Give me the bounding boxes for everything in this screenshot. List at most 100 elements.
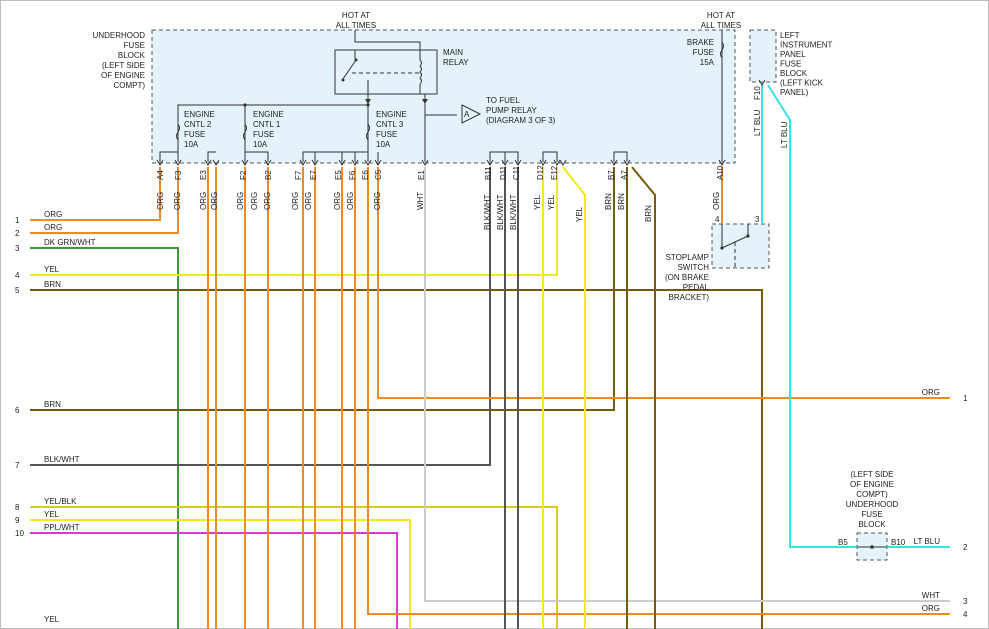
stoplamp-switch-label-line-2: (ON BRAKE xyxy=(665,273,709,282)
left-wire-color-1: ORG xyxy=(44,223,62,232)
underhood-fuse-block-label-line-3: (LEFT SIDE xyxy=(102,61,145,70)
left-wire-color-0: ORG xyxy=(44,210,62,219)
left-wire-color-6: BLK/WHT xyxy=(44,455,80,464)
wire-color-label-0: ORG xyxy=(156,192,165,210)
wire-color-label-8: ORG xyxy=(304,192,313,210)
wire-color-label-10: ORG xyxy=(346,192,355,210)
pin-label-f10: F10 xyxy=(753,86,762,100)
right-wire-num-2: 2 xyxy=(963,543,968,552)
pin-label-c11: C11 xyxy=(512,165,521,180)
left-wire-num-8: 8 xyxy=(15,503,20,512)
wire-color-label-15: BLK/WHT xyxy=(509,194,518,230)
stoplamp-switch xyxy=(711,223,770,269)
pin-chevron-19 xyxy=(610,159,618,166)
main-relay-label-line-1: RELAY xyxy=(443,58,469,67)
ip-fuse-block xyxy=(749,29,777,83)
pin-chevron-8 xyxy=(338,159,346,166)
wire-9-yel xyxy=(30,519,411,629)
right-wire-color-3: ORG xyxy=(922,604,940,613)
pin-chevron-9 xyxy=(351,159,359,166)
fuel-pump-relay-label-line-1: PUMP RELAY xyxy=(486,106,537,115)
wire-wht-e1 xyxy=(424,167,950,602)
wire-7-blkwht xyxy=(30,167,491,466)
wire-5-brn xyxy=(30,289,763,629)
pin-label-e7: E7 xyxy=(309,170,318,180)
left-wire-color-8: YEL xyxy=(44,510,60,519)
fuse-engine-cntl2-label-line-1: CNTL 2 xyxy=(184,120,212,129)
pin-label-f2: F2 xyxy=(239,170,248,180)
left-wire-color-9: PPL/WHT xyxy=(44,523,80,532)
wire-6-brn xyxy=(30,167,615,411)
pin-chevron-18 xyxy=(559,159,567,166)
pin-chevron-4 xyxy=(241,159,249,166)
brake-fuse-label-line-1: FUSE xyxy=(693,48,714,57)
underhood-fuse-block-label-line-2: BLOCK xyxy=(118,51,146,60)
pin-label-a7: A7 xyxy=(620,170,629,180)
stoplamp-switch-label-line-3: PEDAL xyxy=(683,283,710,292)
wire-ltblu-f10b xyxy=(767,84,857,548)
fuse-engine-cntl3-label-line-1: CNTL 3 xyxy=(376,120,404,129)
underhood-fuse-block-label-line-5: COMPT) xyxy=(113,81,145,90)
fuel-pump-marker: A xyxy=(464,110,470,119)
wire-color-label-4: ORG xyxy=(236,192,245,210)
pin-label-a10: A10 xyxy=(716,165,725,180)
wire-color-label-6: ORG xyxy=(263,192,272,210)
wire-org-c5 xyxy=(377,167,950,399)
pin-chevron-12 xyxy=(421,159,429,166)
right-wire-color-0: ORG xyxy=(922,388,940,397)
wire-color-label-16: YEL xyxy=(533,194,542,210)
pin-chevron-0 xyxy=(156,159,164,166)
pin-chevron-1 xyxy=(174,159,182,166)
wire-3-dkgrn xyxy=(30,247,179,629)
pin-chevron-7 xyxy=(311,159,319,166)
pin-chevron-15 xyxy=(514,159,522,166)
wire-color-label-23: LT BLU xyxy=(753,109,762,136)
underhood-fuse-block-label-line-0: UNDERHOOD xyxy=(93,31,146,40)
pin-chevron-21 xyxy=(718,159,726,166)
left-wire-color-10: YEL xyxy=(44,615,60,624)
ip-fuse-block-label-line-3: FUSE xyxy=(780,60,801,69)
pin-label-f6: F6 xyxy=(348,170,357,180)
wire-2-org xyxy=(30,167,179,234)
pin-label-e6: E6 xyxy=(361,170,370,180)
pin-label-b11: B11 xyxy=(484,166,493,180)
ip-fuse-block-label-line-5: (LEFT KICK xyxy=(780,79,824,88)
hot-at-all-times-right-line-0: HOT AT xyxy=(707,11,735,20)
pin-label-b2: B2 xyxy=(264,170,273,180)
lower-fuse-block-label-line-3: UNDERHOOD xyxy=(846,500,899,509)
pin-chevron-2 xyxy=(204,159,212,166)
main-relay-label-line-0: MAIN xyxy=(443,48,463,57)
wire-color-label-7: ORG xyxy=(291,192,300,210)
pin-label-f3: F3 xyxy=(174,170,183,180)
wire-color-label-2: ORG xyxy=(199,192,208,210)
right-wire-color-2: WHT xyxy=(922,591,940,600)
wire-color-label-19: BRN xyxy=(604,193,613,210)
pin-label-b7: B7 xyxy=(607,170,616,180)
underhood-fuse-block-label-line-4: OF ENGINE xyxy=(101,71,145,80)
left-wire-num-1: 1 xyxy=(15,216,20,225)
pin-label-c5: C5 xyxy=(374,169,383,180)
fuse-engine-cntl2-label-line-0: ENGINE xyxy=(184,110,215,119)
right-wire-num-3: 3 xyxy=(963,597,968,606)
ip-fuse-block-label-line-4: BLOCK xyxy=(780,69,808,78)
wire-8-yelblk xyxy=(30,506,558,629)
pin-chevron-5 xyxy=(264,159,272,166)
wire-color-label-14: BLK/WHT xyxy=(496,194,505,230)
pin-chevron-11 xyxy=(374,159,382,166)
fuse-engine-cntl3-label-line-0: ENGINE xyxy=(376,110,407,119)
left-wire-color-7: YEL/BLK xyxy=(44,497,77,506)
left-wire-num-2: 2 xyxy=(15,229,20,238)
hot-at-all-times-left-line-1: ALL TIMES xyxy=(336,21,376,30)
wire-color-label-21: BRN xyxy=(644,205,653,222)
wire-color-label-18: YEL xyxy=(575,206,584,222)
pin-label-f7: F7 xyxy=(294,170,303,180)
lower-fuse-block-label-line-1: OF ENGINE xyxy=(850,480,894,489)
connector-pins xyxy=(156,79,766,166)
wire-4-yel xyxy=(30,167,558,276)
lower-block-pin-b5: B5 xyxy=(838,538,848,547)
fuse-engine-cntl3-label-line-2: FUSE xyxy=(376,130,397,139)
left-wire-num-7: 7 xyxy=(15,461,20,470)
wire-brn-a7b xyxy=(631,166,656,629)
switch-pin-4: 4 xyxy=(715,215,720,224)
